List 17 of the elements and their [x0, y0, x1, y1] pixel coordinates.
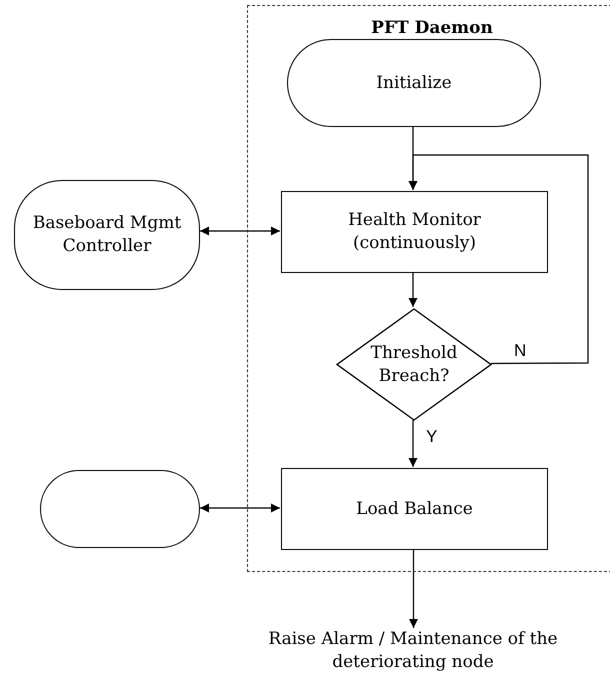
node-text: Health Monitor (continuously) — [347, 209, 482, 255]
process-box — [281, 468, 548, 550]
connector-arrow — [409, 549, 418, 628]
connector-arrow — [408, 154, 589, 364]
node-text: Threshold Breach? — [370, 342, 458, 388]
connector-arrow — [200, 504, 280, 512]
process-box — [281, 191, 548, 273]
node-text: Baseboard Mgmt Controller — [32, 212, 182, 258]
connector-arrow — [408, 272, 418, 307]
group-title: PFT Daemon — [371, 18, 493, 38]
connector-arrow — [200, 226, 280, 236]
connector-arrow — [408, 420, 418, 467]
outcome-text: Raise Alarm / Maintenance of the deteriorating node — [250, 628, 576, 680]
node-text: Initialize — [376, 72, 452, 94]
dashed-group-frame — [247, 5, 610, 572]
decision-diamond — [336, 308, 492, 421]
node-text: Load Balance — [356, 498, 473, 520]
